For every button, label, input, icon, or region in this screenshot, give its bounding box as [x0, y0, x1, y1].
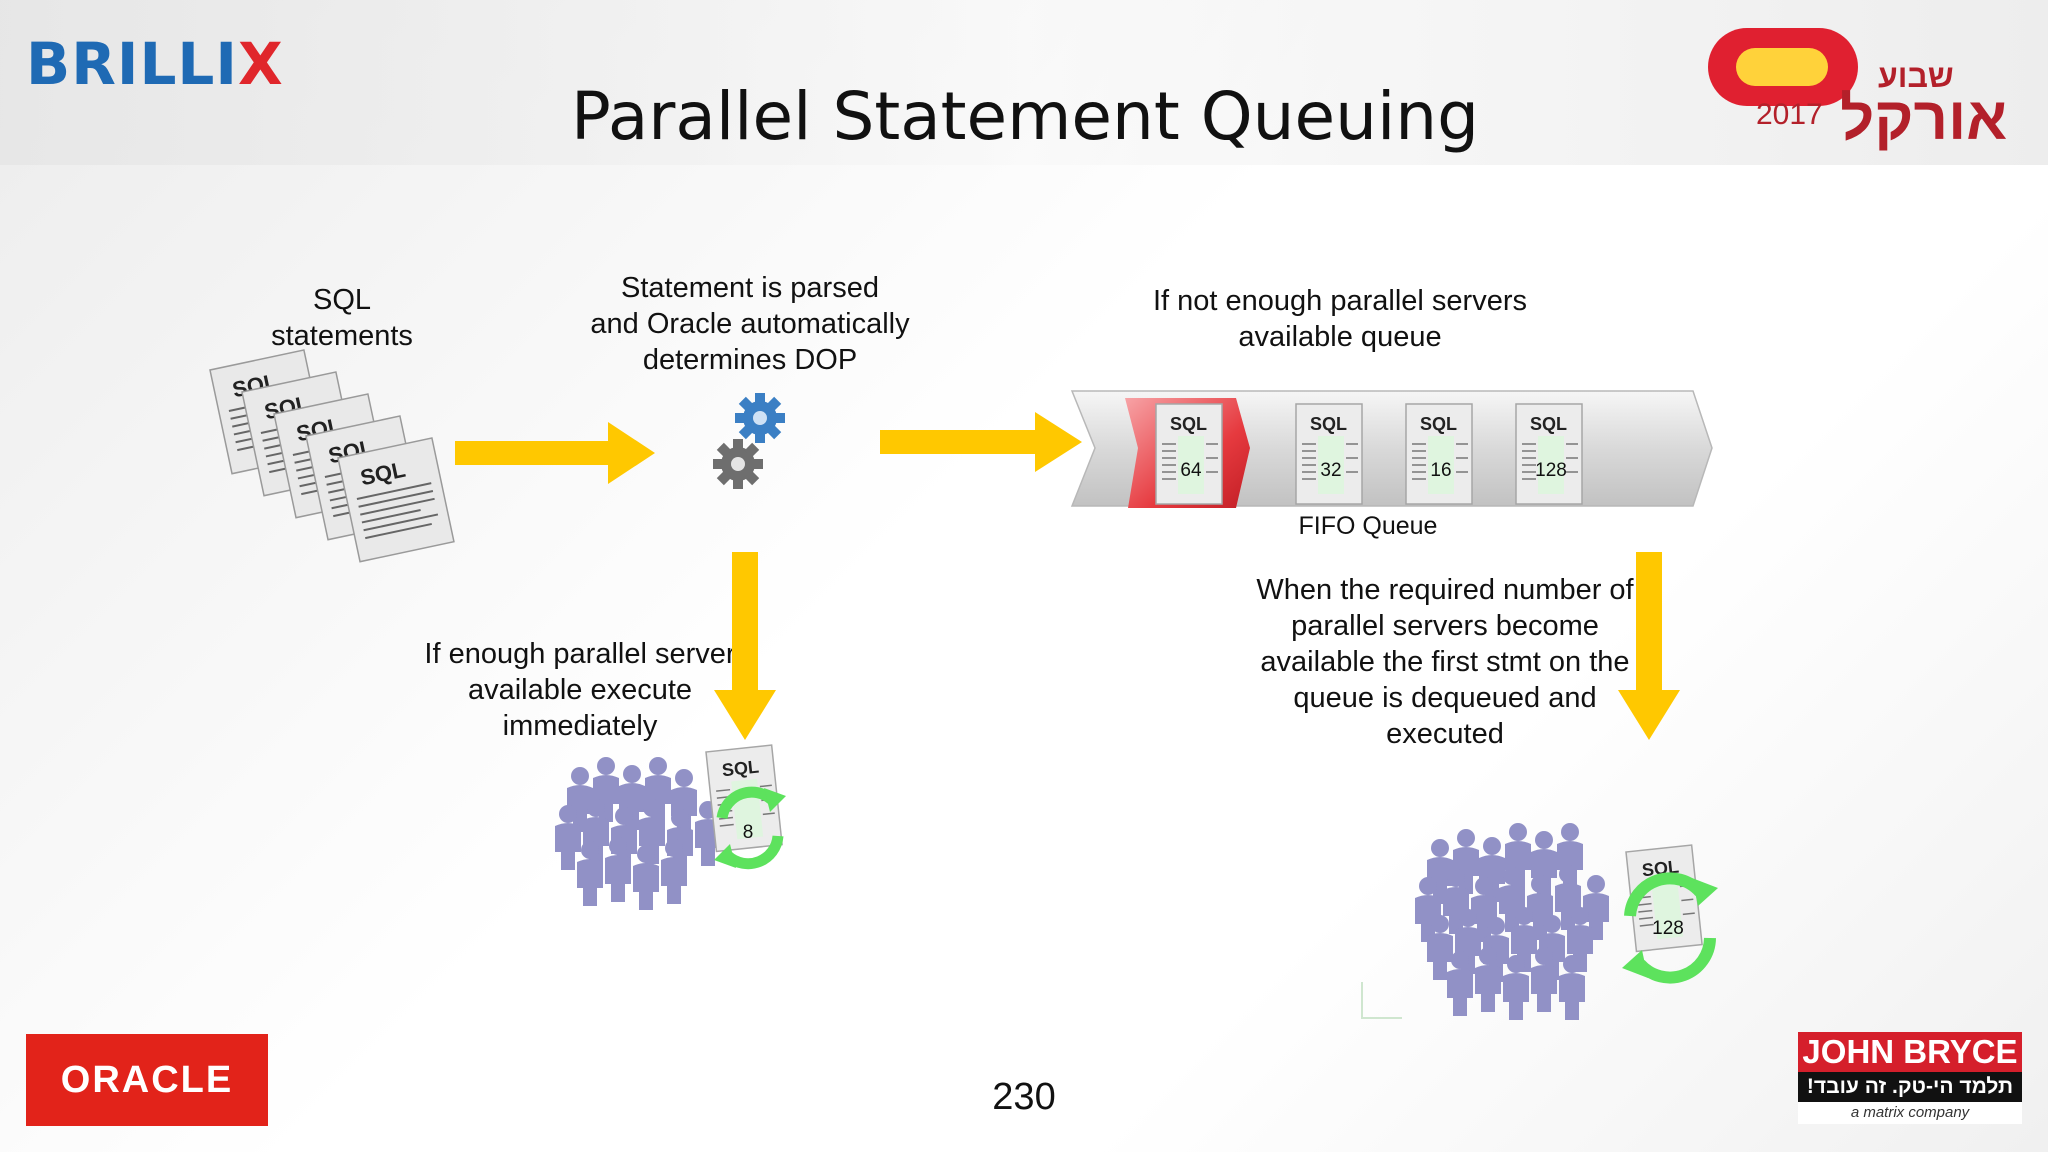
john-bryce-logo: JOHN BRYCE תלמד הי-טק. זה עובד! a matrix…	[1798, 1032, 2022, 1124]
recycle-icon	[1624, 872, 1716, 984]
queue-item: SQL 64	[1155, 403, 1223, 505]
arrow-right-1	[455, 422, 655, 484]
svg-text:128: 128	[1535, 460, 1567, 481]
recycle-arrowhead	[714, 844, 736, 868]
arrow-down-2	[1618, 552, 1680, 740]
svg-text:32: 32	[1320, 460, 1341, 481]
svg-text:SQL: SQL	[1530, 414, 1567, 434]
john-bryce-tagline: תלמד הי-טק. זה עובד!	[1798, 1072, 2022, 1102]
oracle-week-logo	[1708, 28, 1858, 106]
recycle-arrowhead	[764, 788, 786, 812]
queue-item: SQL 128	[1515, 403, 1583, 505]
event-name: אורקל	[1840, 85, 2008, 152]
svg-text:64: 64	[1180, 460, 1202, 481]
brillix-logo: BRILLIX	[26, 30, 284, 98]
svg-text:SQL: SQL	[721, 757, 760, 781]
gear-icon	[713, 393, 785, 489]
parsed-label: Statement is parsed and Oracle automatic…	[590, 272, 910, 376]
header-band	[0, 0, 2048, 165]
sql-document-stack: SQL SQL SQL SQL SQL	[209, 349, 455, 563]
slide-title: Parallel Statement Queuing	[570, 78, 1479, 155]
people-group-icon	[555, 757, 721, 910]
event-year: 2017	[1756, 98, 1823, 131]
sql-statements-label: SQL statements	[271, 284, 413, 352]
svg-text:SQL: SQL	[1170, 414, 1207, 434]
fifo-queue-label: FIFO Queue	[1298, 512, 1438, 540]
queue-item: SQL 32	[1295, 403, 1363, 505]
arrow-down-1	[714, 552, 776, 740]
queue-item: SQL 16	[1405, 403, 1473, 505]
not-enough-label: If not enough parallel servers available…	[1153, 285, 1527, 353]
page-number: 230	[992, 1076, 1056, 1118]
oracle-logo: ORACLE	[26, 1034, 268, 1126]
enough-label: If enough parallel server available exec…	[424, 638, 736, 742]
recycle-arrowhead	[1622, 950, 1648, 978]
arrow-right-2	[880, 412, 1082, 472]
recycle-icon	[716, 786, 784, 870]
people-group-icon	[1415, 823, 1609, 1020]
immediate-dop-value: 8	[743, 822, 754, 843]
dequeued-label: When the required number of parallel ser…	[1256, 574, 1634, 750]
corner-mark	[1361, 982, 1402, 1019]
recycle-arrowhead	[1692, 878, 1718, 906]
john-bryce-name: JOHN BRYCE	[1798, 1032, 2022, 1072]
dequeued-dop-value: 128	[1652, 918, 1684, 939]
matrix-company: a matrix company	[1850, 1104, 1970, 1121]
svg-text:16: 16	[1430, 460, 1451, 481]
svg-text:SQL: SQL	[1310, 414, 1347, 434]
event-name-top: שבוע	[1878, 58, 1954, 94]
svg-text:SQL: SQL	[1420, 414, 1457, 434]
sql-document-icon: SQL	[337, 437, 455, 563]
executing-sql-document: SQL	[705, 744, 783, 853]
